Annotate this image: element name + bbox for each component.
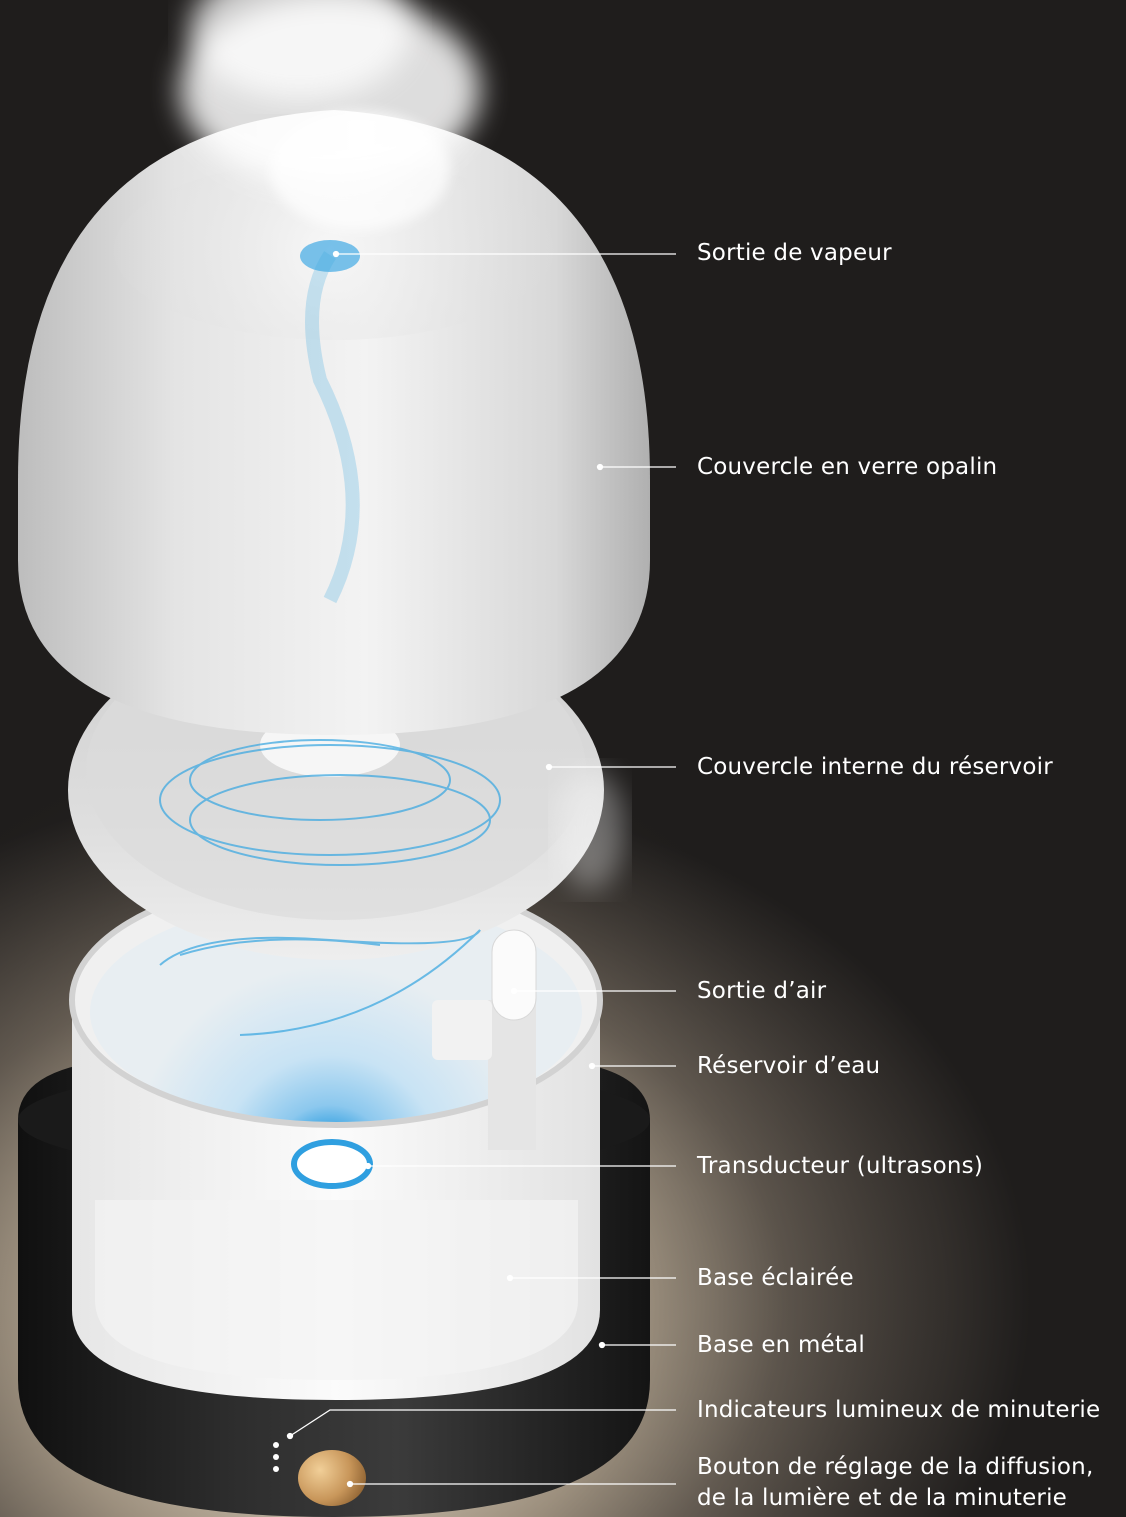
- label-inner-tank-lid: Couvercle interne du réservoir: [697, 754, 1053, 780]
- timer-indicator-lights: [273, 1442, 279, 1472]
- leader-lines: [286, 250, 676, 1488]
- label-control-button-line2: de la lumière et de la minuterie: [697, 1485, 1068, 1511]
- label-opal-glass-cover: Couvercle en verre opalin: [697, 454, 998, 480]
- steam-plume: [180, 0, 625, 890]
- label-steam-outlet: Sortie de vapeur: [697, 240, 892, 266]
- label-metal-base: Base en métal: [697, 1332, 866, 1358]
- label-transducer: Transducteur (ultrasons): [697, 1153, 984, 1179]
- label-water-tank: Réservoir d’eau: [697, 1053, 881, 1079]
- leader-timer-lights: [289, 1409, 676, 1437]
- label-air-outlet: Sortie d’air: [697, 978, 827, 1004]
- label-control-button-line1: Bouton de réglage de la diffusion,: [697, 1454, 1094, 1480]
- opal-glass-cover: [18, 110, 650, 735]
- label-timer-lights: Indicateurs lumineux de minuterie: [697, 1397, 1101, 1423]
- mist-swirl: [159, 251, 501, 1036]
- label-lit-base: Base éclairée: [697, 1265, 854, 1291]
- transducer-disc: [291, 1139, 373, 1189]
- air-outlet-chimney: [432, 929, 537, 1150]
- control-button[interactable]: [298, 1450, 366, 1506]
